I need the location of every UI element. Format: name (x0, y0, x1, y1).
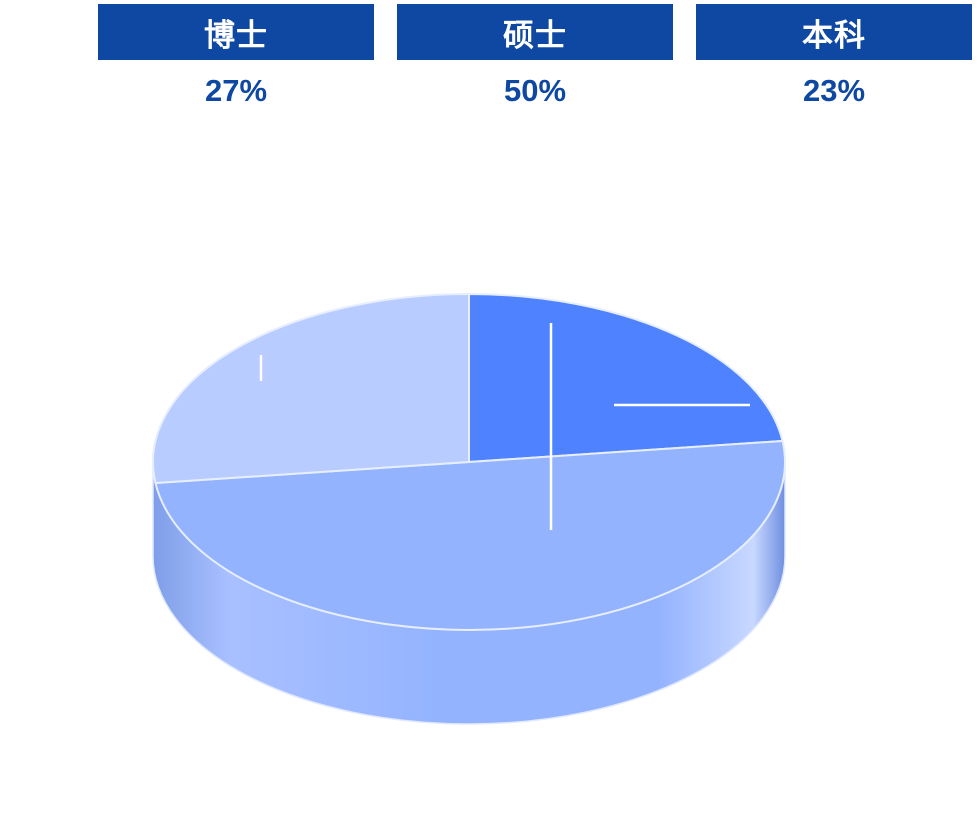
card-master-value: 50% (503, 73, 567, 108)
card-bachelor-body: 23% (696, 60, 972, 122)
card-doctor: 博士 27% (98, 4, 374, 122)
card-master-body: 50% (397, 60, 673, 122)
card-doctor-label: 博士 (98, 4, 374, 60)
pie-slice-bachelor (468, 292, 784, 464)
card-doctor-body: 27% (98, 60, 374, 122)
card-bachelor-label: 本科 (696, 4, 972, 60)
card-master: 硕士 50% (397, 4, 673, 122)
card-master-label: 硕士 (397, 4, 673, 60)
pie-slice-master (154, 439, 786, 631)
pie-slice-doctor (152, 292, 470, 485)
card-doctor-value: 27% (204, 73, 268, 108)
leader-lines (259, 323, 750, 530)
card-bachelor-value: 23% (802, 73, 866, 108)
pie-layer (152, 292, 786, 725)
card-bachelor: 本科 23% (696, 4, 972, 122)
